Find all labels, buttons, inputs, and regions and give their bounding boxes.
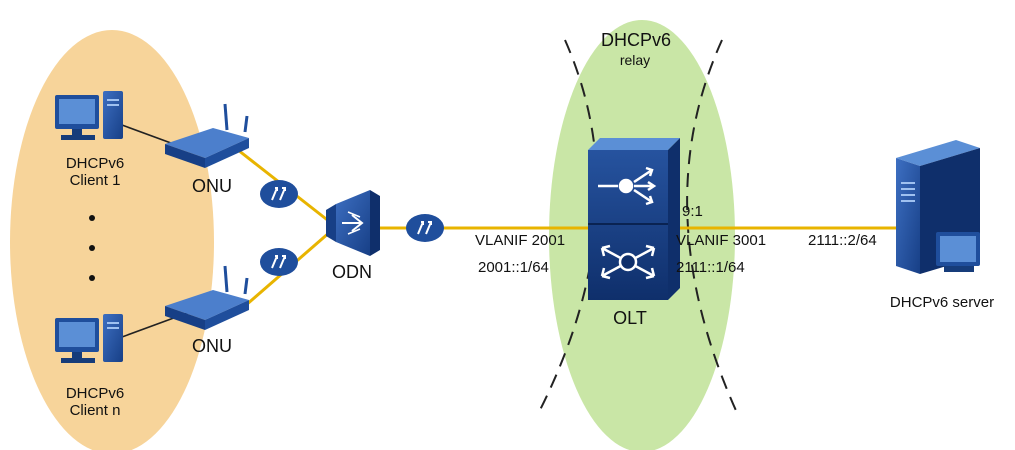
relay-sub-label: relay (619, 52, 651, 68)
pc-icon (55, 91, 123, 140)
ip-left-label: 2001::1/64 (478, 259, 549, 276)
vlanif-left-label: VLANIF 2001 (475, 232, 566, 249)
olt-icon (588, 138, 680, 300)
ip-right-label: 2111::1/64 (676, 259, 745, 276)
odn-label: ODN (332, 262, 372, 282)
splitter-icon (326, 190, 380, 256)
server-label: DHCPv6 server (889, 294, 995, 311)
olt-label: OLT (613, 308, 647, 328)
port-label: 9:1 (682, 203, 703, 220)
optical-connector-icon (260, 180, 298, 208)
client-1-label-line2: Client 1 (69, 172, 121, 189)
relay-boundary (539, 39, 739, 416)
onu-icon (165, 103, 249, 168)
fiber-links (237, 148, 905, 314)
server-ip-label: 2111::2/64 (808, 232, 877, 249)
onu-top-label: ONU (192, 176, 232, 196)
relay-title-label: DHCPv6 (600, 30, 672, 50)
onu-icon (165, 265, 249, 330)
client-n-label-line2: Client n (69, 402, 121, 419)
ellipsis-dots (89, 215, 95, 281)
client-n-label-line1: DHCPv6 (65, 385, 125, 402)
server-icon (896, 140, 980, 274)
pc-icon (55, 314, 123, 363)
optical-connector-icon (406, 214, 444, 242)
client-n-label: DHCPv6 Client n (66, 385, 124, 419)
client-1-label-line1: DHCPv6 (65, 155, 125, 172)
onu-bottom-label: ONU (192, 336, 232, 356)
vlanif-right-label: VLANIF 3001 (676, 232, 767, 249)
client-1-label: DHCPv6 Client 1 (66, 155, 124, 189)
optical-connector-icon (260, 248, 298, 276)
